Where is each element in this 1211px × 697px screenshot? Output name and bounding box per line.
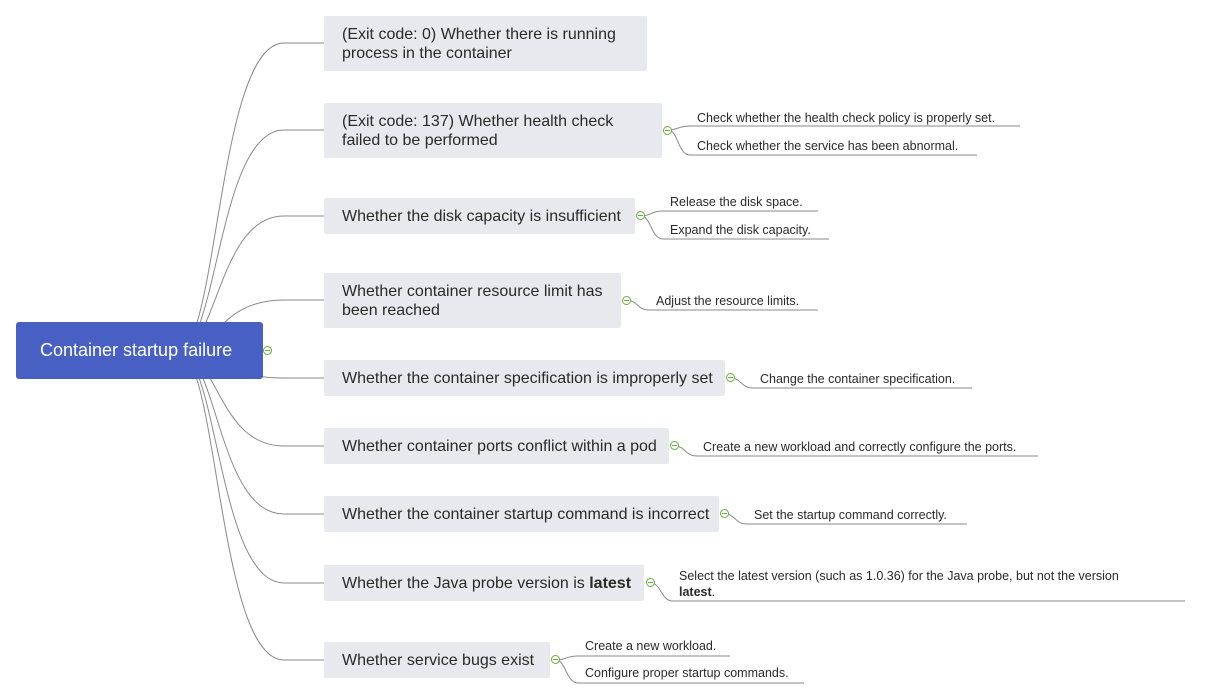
collapse-icon[interactable] <box>646 578 655 587</box>
topic-line: (Exit code: 137) Whether health check <box>342 112 614 130</box>
leaf-tail-text: . <box>711 585 716 599</box>
leaf-line: Adjust the resource limits. <box>656 294 800 308</box>
topic-exit-code-0[interactable]: (Exit code: 0) Whether there is running … <box>324 16 647 71</box>
leaf-line: Expand the disk capacity. <box>670 223 811 237</box>
root-connector <box>177 350 324 661</box>
topic-line: Whether the disk capacity is insufficien… <box>342 207 621 225</box>
leaf-change-spec[interactable]: Change the container specification. <box>760 371 955 387</box>
topic-exit-code-137[interactable]: (Exit code: 137) Whether health check fa… <box>324 103 662 158</box>
collapse-icon[interactable] <box>263 346 272 355</box>
leaf-line: Check whether the service has been abnor… <box>697 139 959 153</box>
leaf-line: Change the container specification. <box>760 372 956 386</box>
topic-line: Whether service bugs exist <box>342 651 535 669</box>
leaf-check-service-abnormal[interactable]: Check whether the service has been abnor… <box>697 138 958 154</box>
collapse-icon[interactable] <box>670 441 679 450</box>
topic-bold-text: latest <box>589 574 632 592</box>
leaf-expand-disk[interactable]: Expand the disk capacity. <box>670 222 811 238</box>
topic-line: Whether the container startup command is… <box>342 505 710 523</box>
root-connector <box>177 350 324 584</box>
leaf-connector <box>640 210 818 217</box>
collapse-icon[interactable] <box>720 509 729 518</box>
topic-text: Whether the Java probe version is <box>342 574 590 592</box>
leaf-configure-startup[interactable]: Configure proper startup commands. <box>585 665 789 681</box>
leaf-line: Configure proper startup commands. <box>585 666 789 680</box>
collapse-icon[interactable] <box>663 126 672 135</box>
leaf-line: Release the disk space. <box>670 195 803 209</box>
leaf-adjust-limits[interactable]: Adjust the resource limits. <box>656 293 799 309</box>
topic-service-bugs[interactable]: Whether service bugs exist <box>324 642 550 678</box>
root-connector <box>177 42 324 352</box>
leaf-set-startup-command[interactable]: Set the startup command correctly. <box>754 507 947 523</box>
leaf-line: Create a new workload. <box>585 639 717 653</box>
root-topic-label: Container startup failure <box>40 340 233 360</box>
topic-line: failed to be performed <box>342 131 498 149</box>
leaf-line: latest. <box>679 584 1119 600</box>
leaf-bold-text: latest <box>679 585 712 599</box>
topic-line: Whether container ports conflict within … <box>342 437 657 455</box>
topic-java-probe[interactable]: Whether the Java probe version is latest <box>324 565 644 601</box>
leaf-connector <box>667 125 1020 131</box>
leaf-line: Set the startup command correctly. <box>754 508 947 522</box>
topic-line: process in the container <box>342 44 512 62</box>
collapse-icon[interactable] <box>726 373 735 382</box>
leaf-line: Create a new workload and correctly conf… <box>703 440 1017 454</box>
leaf-create-workload[interactable]: Create a new workload. <box>585 638 716 654</box>
topic-resource-limit[interactable]: Whether container resource limit has bee… <box>324 273 621 328</box>
leaf-check-health-policy[interactable]: Check whether the health check policy is… <box>697 110 995 126</box>
root-topic[interactable]: Container startup failure <box>16 322 263 379</box>
topic-ports-conflict[interactable]: Whether container ports conflict within … <box>324 428 669 464</box>
topic-line: Whether the container specification is i… <box>342 369 713 387</box>
topic-disk-capacity[interactable]: Whether the disk capacity is insufficien… <box>324 198 635 234</box>
leaf-line: Check whether the health check policy is… <box>697 111 996 125</box>
topic-container-spec[interactable]: Whether the container specification is i… <box>324 360 725 396</box>
topic-line: (Exit code: 0) Whether there is running <box>342 25 616 43</box>
topic-startup-command[interactable]: Whether the container startup command is… <box>324 496 719 532</box>
topic-line: Whether container resource limit has <box>342 282 603 300</box>
topic-line: Whether the Java probe version is latest <box>342 574 631 593</box>
collapse-icon[interactable] <box>622 296 631 305</box>
leaf-line: Select the latest version (such as 1.0.3… <box>679 569 1119 583</box>
topic-line: been reached <box>342 301 440 319</box>
root-connector <box>177 129 324 352</box>
collapse-icon[interactable] <box>551 655 560 664</box>
collapse-icon[interactable] <box>636 211 645 220</box>
leaf-connector <box>555 655 730 661</box>
leaf-release-disk[interactable]: Release the disk space. <box>670 194 803 210</box>
leaf-select-latest-version[interactable]: Select the latest version (such as 1.0.3… <box>679 568 1119 600</box>
leaf-configure-ports[interactable]: Create a new workload and correctly conf… <box>703 439 1016 455</box>
